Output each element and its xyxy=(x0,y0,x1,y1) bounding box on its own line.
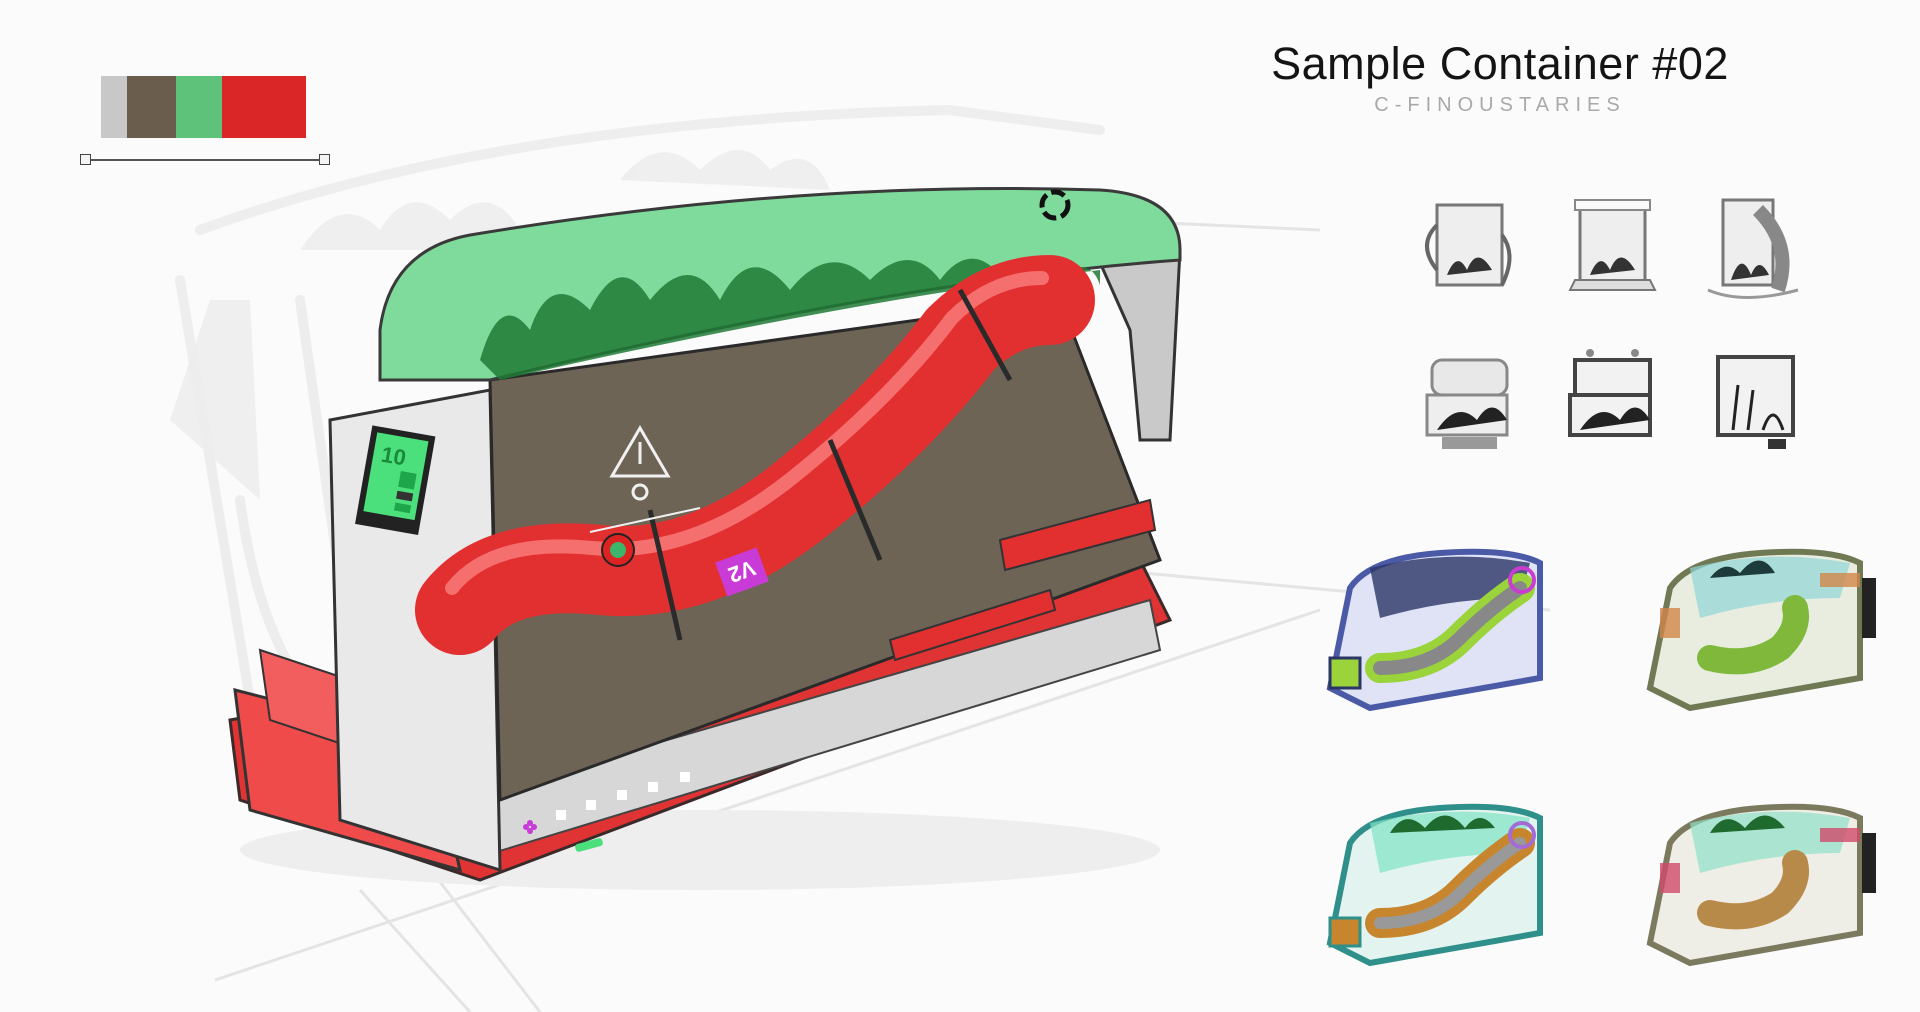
status-lights xyxy=(523,772,690,834)
container-sketch-icon xyxy=(1716,355,1796,449)
container-sketch-icon xyxy=(1424,203,1512,287)
container-sketch-icon xyxy=(1568,199,1657,291)
control-screen: 10 xyxy=(355,425,436,535)
variant-render xyxy=(1326,803,1543,966)
dome-vent-icon xyxy=(1039,189,1071,221)
container-sketch-icon xyxy=(1425,358,1509,449)
variant-blue-lime[interactable] xyxy=(1280,490,1600,745)
variant-render xyxy=(1326,548,1543,711)
thumbnail-stacked-drum[interactable] xyxy=(1400,330,1533,470)
page-subtitle: C-FINOUSTARIES xyxy=(1374,94,1626,116)
swatch-mint-green[interactable] xyxy=(176,76,222,138)
thumbnail-upright-handle[interactable] xyxy=(1400,180,1533,320)
slider-handle-end[interactable] xyxy=(319,154,330,165)
green-indicator xyxy=(575,838,603,852)
slider-track xyxy=(86,159,324,161)
thumbnail-stacked-box[interactable] xyxy=(1687,330,1820,470)
color-palette xyxy=(101,76,306,138)
thumbnail-upright-arc[interactable] xyxy=(1687,180,1820,320)
variant-render xyxy=(1646,548,1876,711)
thumbnail-upright-base[interactable] xyxy=(1543,180,1676,320)
color-variant-grid xyxy=(1280,490,1920,1000)
variant-render xyxy=(1646,803,1876,966)
warning-triangle-icon xyxy=(589,425,701,533)
variant-khaki-brass[interactable] xyxy=(1600,745,1920,1000)
slider-handle-start[interactable] xyxy=(80,154,91,165)
variant-teal-bronze[interactable] xyxy=(1280,745,1600,1000)
svg-text:10: 10 xyxy=(379,442,407,471)
red-pipe xyxy=(415,255,1095,655)
thumbnail-grid xyxy=(1400,180,1820,470)
swatch-signal-red[interactable] xyxy=(222,76,306,138)
title-block: Sample Container #02 C-FINOUSTARIES xyxy=(1240,38,1760,117)
swatch-light-gray[interactable] xyxy=(101,76,127,138)
page-title: Sample Container #02 xyxy=(1271,38,1729,89)
thumbnail-stacked-frame[interactable] xyxy=(1543,330,1676,470)
swatch-taupe-brown[interactable] xyxy=(127,76,176,138)
container-sketch-icon xyxy=(1567,349,1652,437)
v2-badge: V2 xyxy=(715,547,769,597)
variant-olive-copper[interactable] xyxy=(1600,490,1920,745)
main-container-render: V2 10 xyxy=(228,186,1182,890)
container-sketch-icon xyxy=(1707,198,1799,299)
palette-range-slider[interactable] xyxy=(80,154,330,166)
